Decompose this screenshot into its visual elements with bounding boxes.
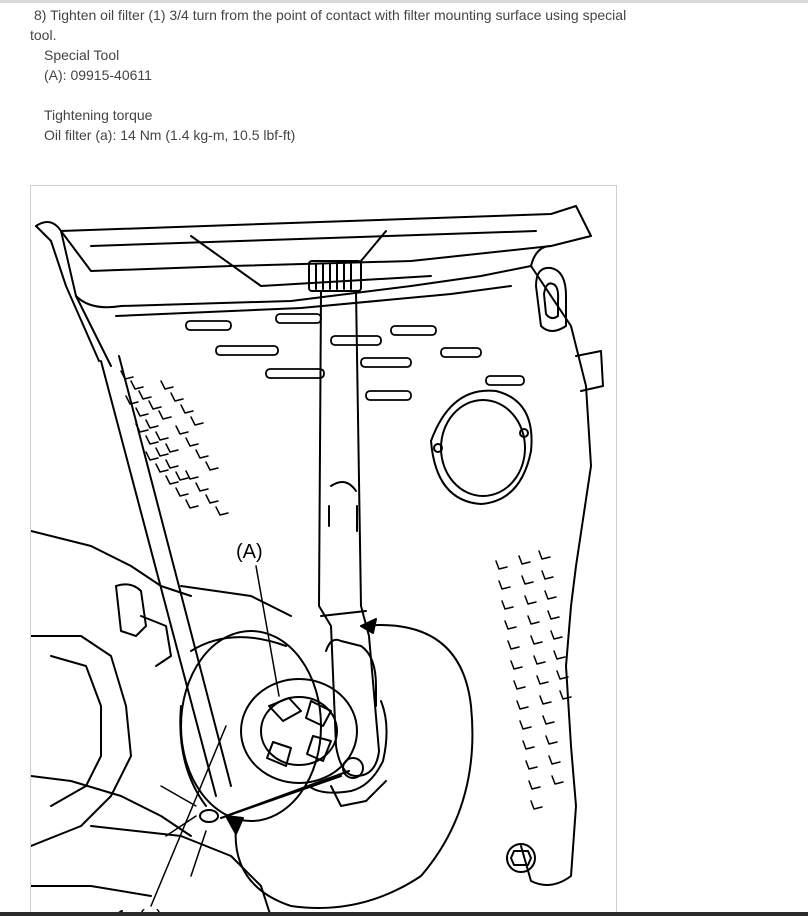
top-divider [0,0,808,3]
engine-top-frame [60,205,592,287]
special-tool-heading: Special Tool [44,47,120,63]
step-8-text: 8) Tighten oil filter (1) 3/4 turn from … [30,5,690,45]
rotation-arc [234,618,474,909]
tool-label: (A) [236,541,263,563]
leader-lines [150,565,280,907]
oil-filter-cap [240,678,358,784]
right-mount-lug [535,266,604,392]
left-rib-texture [120,370,229,516]
right-flange [430,389,533,505]
contact-arrow [199,770,350,835]
vent-slots [185,313,525,401]
step-text-line-1: 8) Tighten oil filter (1) 3/4 turn from … [34,7,627,23]
right-rib-texture [495,550,572,810]
special-tool-wrench [308,260,380,779]
oil-filter-illustration: (A) 1. (a) [30,185,617,916]
drain-bolt [506,843,536,873]
bottom-bar [0,912,808,916]
left-bracket [35,221,112,367]
special-tool-value: (A): 09915-40611 [44,67,152,83]
engine-cover-outline [75,245,592,886]
illustration-svg: (A) 1. (a) [31,205,604,916]
step-text-line-2: tool. [30,27,57,43]
support-rod [100,355,232,797]
torque-value: Oil filter (a): 14 Nm (1.4 kg-m, 10.5 lb… [44,127,296,143]
left-engine-block [31,530,292,916]
oil-filter-housing [179,630,322,822]
torque-heading: Tightening torque [44,107,153,123]
instruction-block: 8) Tighten oil filter (1) 3/4 turn from … [30,5,690,145]
filter-label: 1. (a) [116,907,163,916]
oil-filter-body [308,700,388,807]
